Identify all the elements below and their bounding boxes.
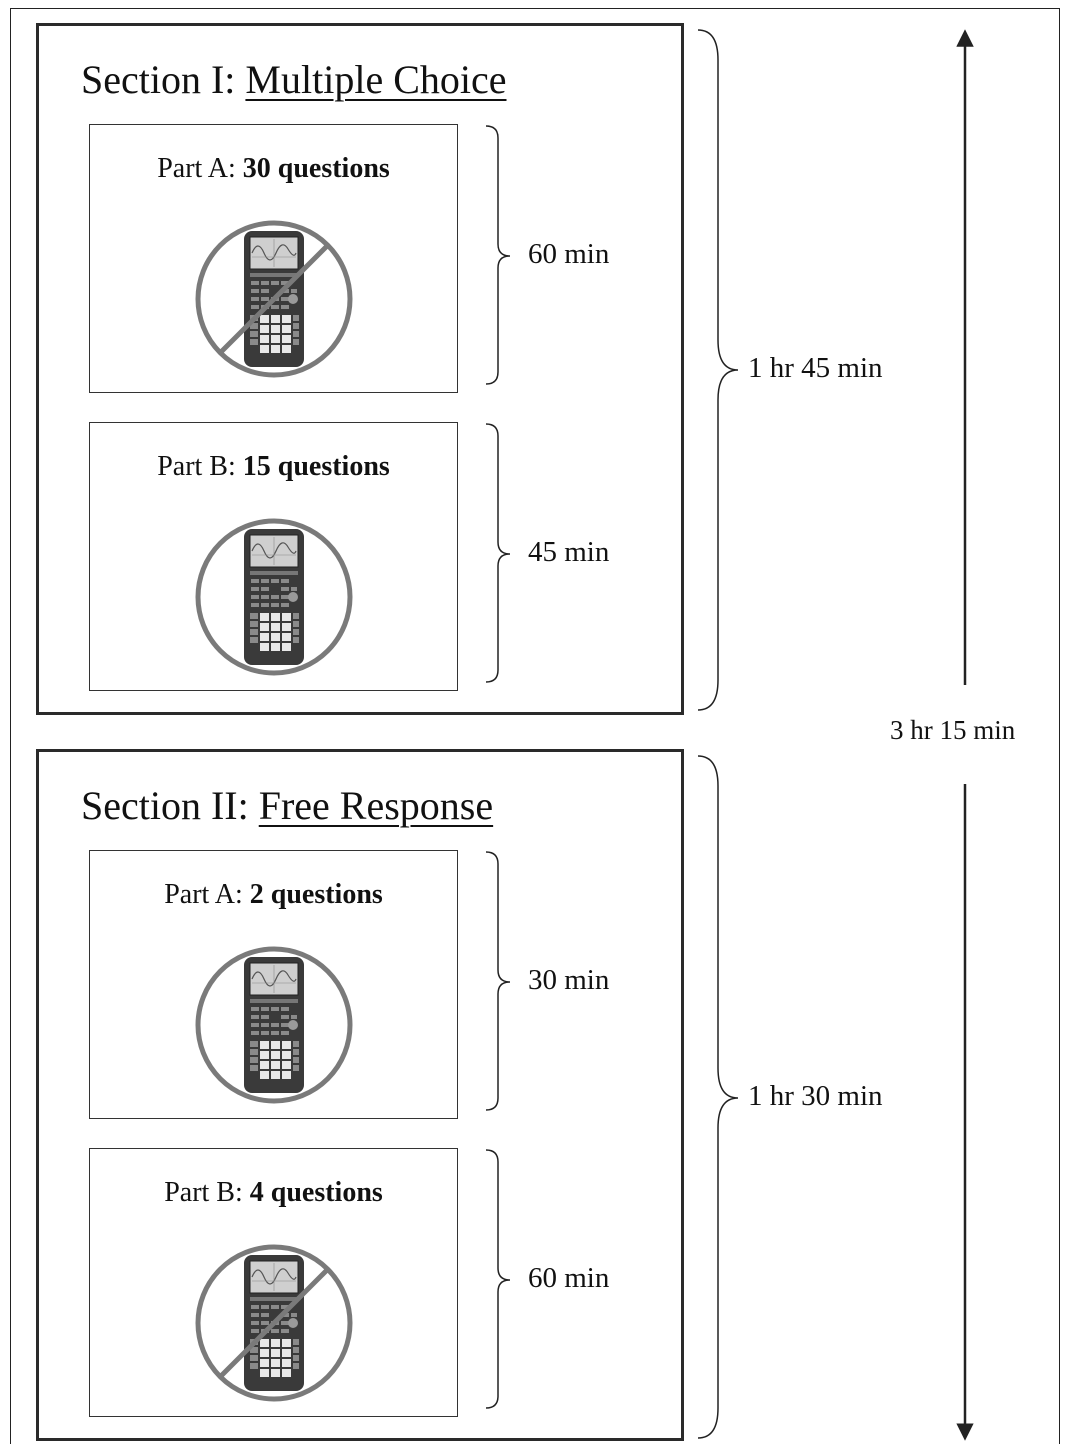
part-label: Part B: 4 questions: [90, 1177, 457, 1209]
part-box-a: Part A: 30 questions: [89, 124, 458, 393]
part-label: Part A: 30 questions: [90, 153, 457, 185]
section-prefix: Section II:: [81, 783, 259, 828]
section-title: Section II: Free Response: [81, 782, 493, 829]
part-prefix: Part B:: [164, 1177, 250, 1208]
calculator-allowed-icon: [195, 946, 353, 1104]
section-multiple-choice: Section I: Multiple Choice Part A: 30 qu…: [36, 23, 684, 715]
no-calculator-icon: [195, 1244, 353, 1402]
part-label: Part A: 2 questions: [90, 879, 457, 911]
section-duration: 1 hr 45 min: [748, 352, 883, 384]
question-count: 4 questions: [249, 1177, 383, 1208]
section-name: Free Response: [258, 783, 494, 828]
question-count: 30 questions: [242, 153, 390, 184]
section-free-response: Section II: Free Response Part A: 2 ques…: [36, 749, 684, 1441]
part-duration: 60 min: [528, 238, 610, 270]
no-calculator-icon: [195, 220, 353, 378]
section-prefix: Section I:: [81, 57, 246, 102]
part-prefix: Part A:: [164, 879, 250, 910]
part-label: Part B: 15 questions: [90, 451, 457, 483]
part-box-b: Part B: 15 questions: [89, 422, 458, 691]
total-duration: 3 hr 15 min: [890, 715, 1016, 745]
part-duration: 30 min: [528, 964, 610, 996]
part-duration: 45 min: [528, 536, 610, 568]
section-title: Section I: Multiple Choice: [81, 56, 507, 103]
calculator-allowed-icon: [195, 518, 353, 676]
part-box-b: Part B: 4 questions: [89, 1148, 458, 1417]
part-duration: 60 min: [528, 1262, 610, 1294]
page-frame: [10, 8, 1060, 1444]
question-count: 2 questions: [249, 879, 383, 910]
section-duration: 1 hr 30 min: [748, 1080, 883, 1112]
part-box-a: Part A: 2 questions: [89, 850, 458, 1119]
question-count: 15 questions: [242, 451, 390, 482]
part-prefix: Part B:: [157, 451, 243, 482]
section-name: Multiple Choice: [245, 57, 507, 102]
part-prefix: Part A:: [157, 153, 243, 184]
